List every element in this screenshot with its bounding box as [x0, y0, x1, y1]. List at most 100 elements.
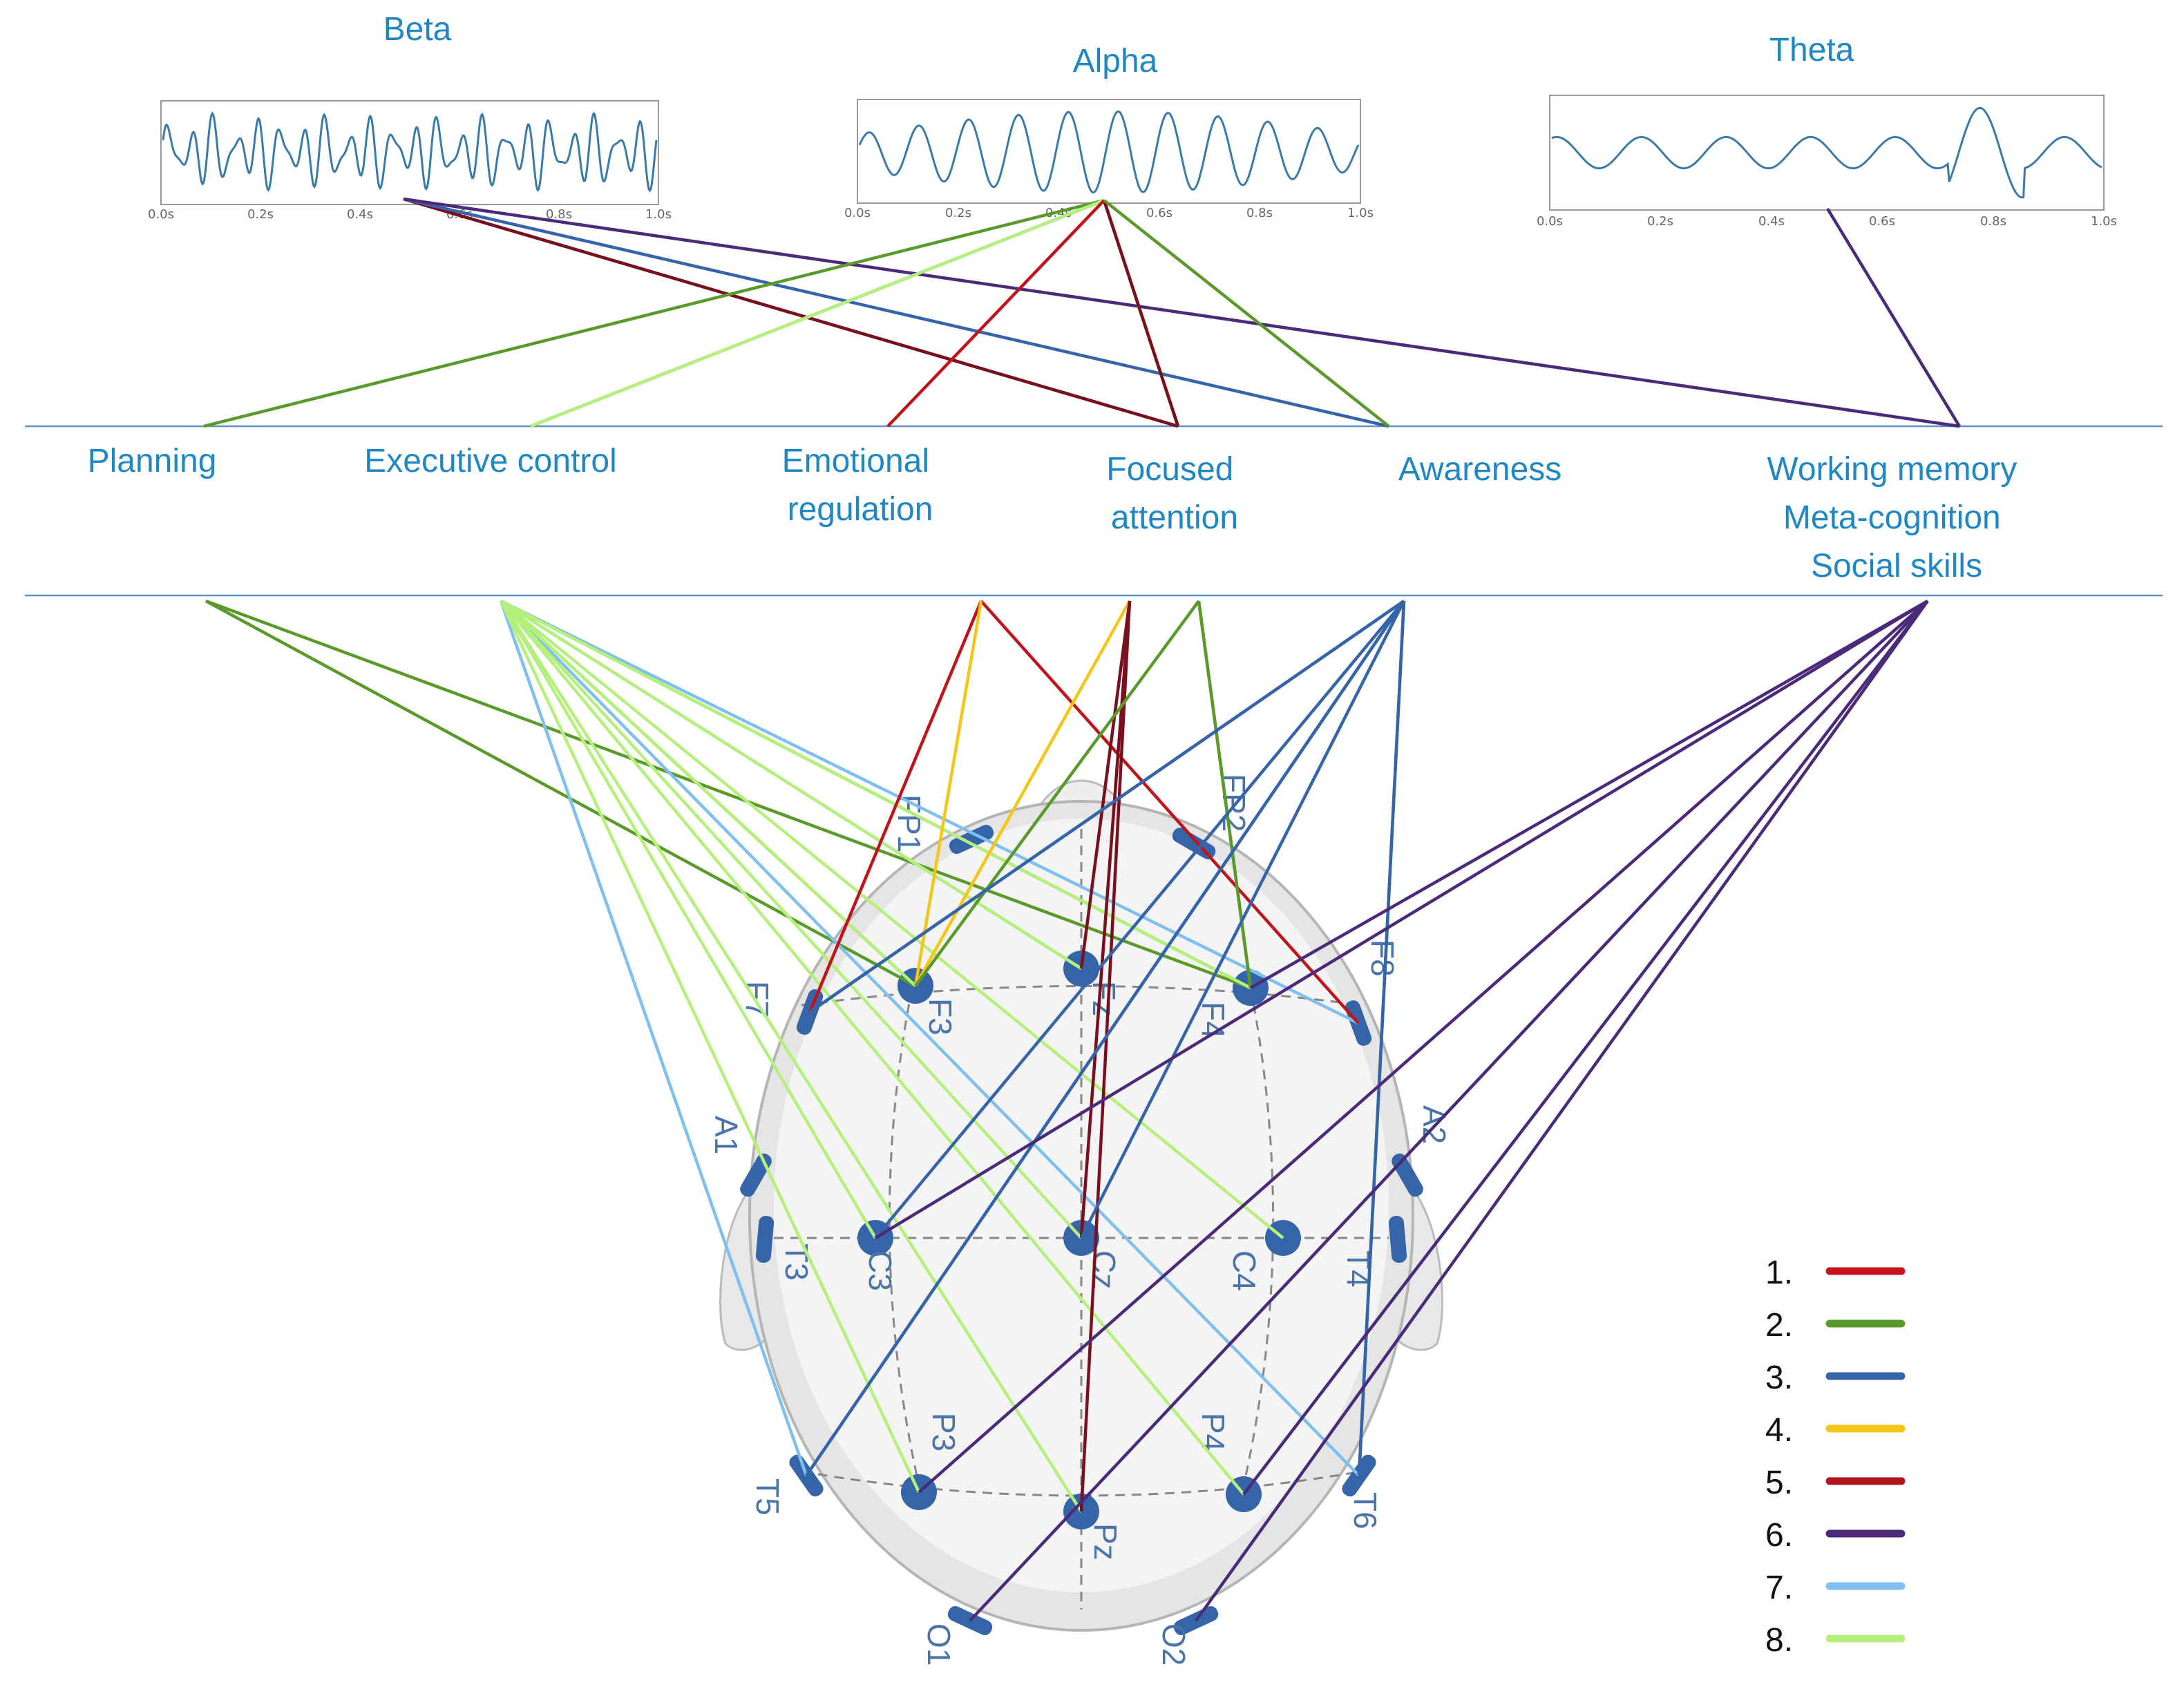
electrode-label: C3	[862, 1250, 898, 1291]
beta-tick: 0.2s	[247, 207, 274, 222]
head-link-executive-f4	[500, 600, 1252, 989]
svg-text:3.: 3.	[1765, 1360, 1793, 1396]
alpha-title: Alpha	[1073, 43, 1158, 79]
alpha-waveform	[858, 110, 1360, 194]
head-link-working-p3	[918, 600, 1929, 1494]
theta-ticks: 0.0s 0.2s 0.4s 0.6s 0.8s 1.0s	[1537, 214, 2117, 229]
wave-link-beta-focused	[403, 197, 1179, 428]
wave-link-beta-working	[403, 197, 1960, 428]
electrode-label: A1	[708, 1116, 744, 1154]
svg-text:4.: 4.	[1765, 1412, 1793, 1449]
label-planning: Planning	[88, 443, 217, 479]
svg-text:1.: 1.	[1765, 1255, 1793, 1291]
electrode-label: F8	[1365, 940, 1400, 977]
head-link-awareness-f7	[808, 600, 1405, 1013]
wave-link-alpha-executive	[530, 198, 1105, 428]
beta-wave-plot	[160, 100, 659, 205]
legend-item: 2.	[1765, 1307, 1906, 1344]
head-link-emotional-f7	[808, 600, 983, 1013]
electrode-o2: O2	[1156, 1605, 1219, 1666]
theta-tick: 0.6s	[1869, 214, 1895, 229]
head-link-awareness-c3	[874, 600, 1405, 1239]
electrode-label: T6	[1347, 1492, 1383, 1529]
head-link-executive-p4	[500, 600, 1245, 1496]
legend: 1. 2. 3. 4. 5. 6. 7. 8.	[1765, 1255, 1906, 1659]
theta-waveform	[1551, 106, 2102, 199]
head-link-executive-f8	[500, 599, 1359, 1025]
theta-tick: 0.4s	[1758, 214, 1785, 229]
beta-tick: 0.4s	[347, 207, 373, 222]
legend-item: 1.	[1765, 1255, 1906, 1291]
alpha-wave-plot	[857, 99, 1361, 204]
connection-lines	[203, 197, 1961, 1622]
head-link-executive-c4	[500, 600, 1284, 1239]
head-link-working-c3	[874, 600, 1929, 1239]
head-link-planning-f4	[205, 599, 1251, 990]
theta-tick: 0.0s	[1537, 214, 1563, 229]
head-inner	[774, 819, 1389, 1592]
electrode-label: P4	[1195, 1413, 1231, 1451]
beta-tick: 0.0s	[148, 207, 174, 222]
electrode-label: O2	[1156, 1623, 1192, 1666]
head-link-working-f4	[1249, 600, 1929, 989]
beta-tick: 0.8s	[546, 207, 572, 222]
wave-link-beta-awareness	[403, 197, 1389, 428]
head-link-planning-f3	[205, 600, 917, 987]
electrode-f7: F7	[739, 981, 824, 1035]
label-emotional-regulation: Emotional regulation	[782, 443, 939, 528]
legend-item: 4.	[1765, 1412, 1906, 1449]
wave-link-theta-working	[1826, 207, 1961, 428]
head-link-executive-t6	[500, 600, 1360, 1477]
head-link-focused-f3	[914, 600, 1131, 987]
head-link-awareness-t6	[1357, 600, 1406, 1476]
legend-item: 3.	[1765, 1360, 1906, 1396]
electrode-t3: T3	[755, 1216, 815, 1281]
electrode-label: T3	[779, 1243, 815, 1281]
alpha-tick: 1.0s	[1347, 206, 1374, 220]
electrode-label: T5	[750, 1478, 786, 1516]
electrode-label: F7	[739, 981, 775, 1018]
head-link-executive-c3	[500, 600, 877, 1239]
theta-tick: 0.2s	[1647, 214, 1673, 229]
head-link-working-o1	[969, 600, 1929, 1622]
svg-text:7.: 7.	[1765, 1570, 1793, 1606]
beta-waveform	[162, 111, 658, 193]
head-link-focused-pz	[1079, 600, 1132, 1512]
alpha-tick: 0.8s	[1246, 206, 1273, 220]
head-link-working-o2	[1195, 600, 1929, 1622]
head-link-awareness-f3	[914, 600, 1200, 987]
wave-link-alpha-focused	[1102, 200, 1180, 427]
head-link-focused-fz	[1079, 600, 1132, 969]
legend-item: 5.	[1765, 1465, 1906, 1501]
head-diagram	[719, 779, 1443, 1632]
head-link-executive-p3	[499, 600, 921, 1493]
label-awareness: Awareness	[1398, 451, 1562, 488]
legend-item: 6.	[1765, 1517, 1906, 1554]
theta-wave-plot	[1549, 95, 2105, 211]
head-link-executive-cz	[500, 600, 1083, 1239]
head-link-executive-pz	[500, 600, 1083, 1513]
wave-link-alpha-awareness	[1103, 199, 1390, 428]
head-link-emotional-f8	[980, 600, 1360, 1024]
electrode-label: O1	[921, 1623, 957, 1666]
electrode-label: F3	[922, 998, 958, 1036]
alpha-tick: 0.0s	[844, 206, 871, 220]
label-executive-control: Executive control	[364, 443, 617, 479]
svg-text:5.: 5.	[1765, 1465, 1793, 1501]
electrode-label: C4	[1226, 1250, 1262, 1291]
alpha-tick: 0.6s	[1146, 206, 1172, 220]
alpha-tick: 0.2s	[945, 206, 971, 220]
svg-text:2.: 2.	[1765, 1307, 1793, 1344]
head-link-working-p4	[1242, 600, 1929, 1496]
beta-title: Beta	[383, 11, 452, 48]
theta-tick: 1.0s	[2091, 214, 2117, 229]
svg-text:6.: 6.	[1765, 1517, 1793, 1554]
legend-item: 7.	[1765, 1570, 1906, 1606]
wave-link-alpha-emotional	[886, 199, 1105, 428]
function-labels: Planning Executive control Emotional reg…	[88, 443, 2026, 584]
beta-tick: 1.0s	[645, 207, 672, 222]
head-link-awareness-cz	[1079, 600, 1406, 1239]
label-working-memory: Working memory Meta-cognition Social ski…	[1767, 451, 2026, 584]
head-link-executive-t5	[499, 600, 808, 1476]
